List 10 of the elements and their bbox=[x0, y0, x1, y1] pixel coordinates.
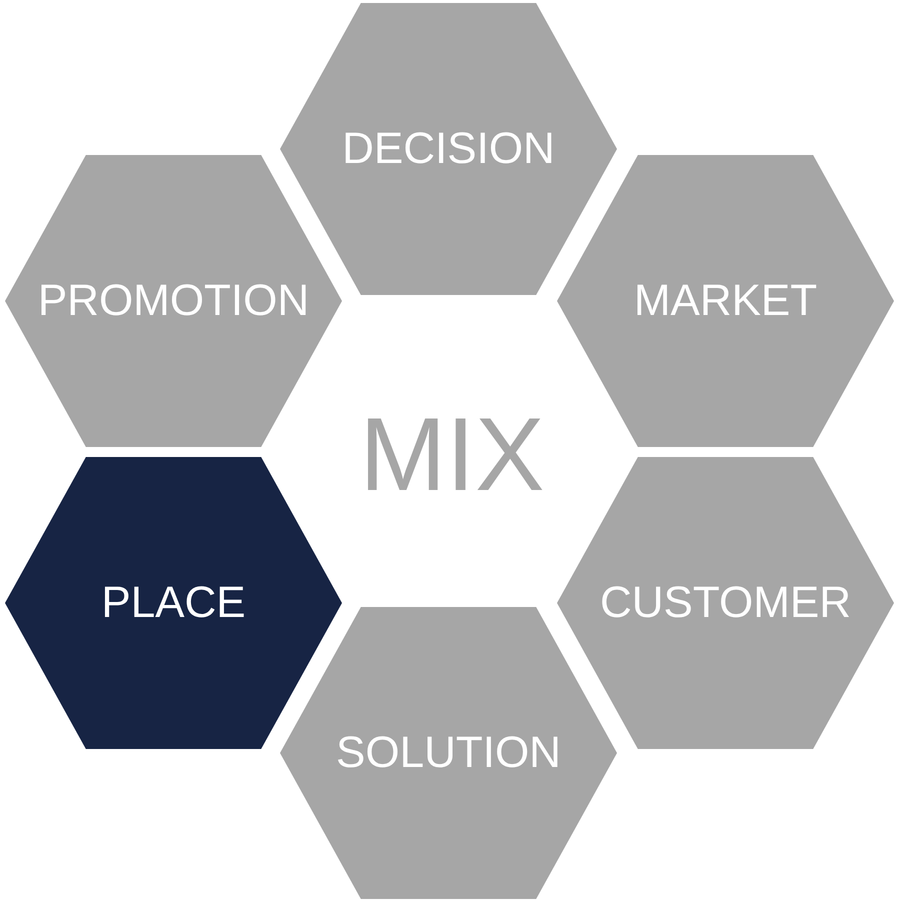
hexagon-label: DECISION bbox=[342, 127, 555, 171]
hexagon-label: PROMOTION bbox=[38, 279, 310, 323]
hexagon bbox=[5, 155, 342, 447]
hexagon-label: PLACE bbox=[101, 581, 246, 625]
hexagon bbox=[557, 457, 894, 749]
hexagon-label: CUSTOMER bbox=[600, 581, 851, 625]
hexagon-label: MARKET bbox=[634, 279, 818, 323]
hexagon-label: SOLUTION bbox=[336, 731, 561, 775]
center-label: MIX bbox=[360, 403, 544, 507]
hexagon bbox=[557, 155, 894, 447]
